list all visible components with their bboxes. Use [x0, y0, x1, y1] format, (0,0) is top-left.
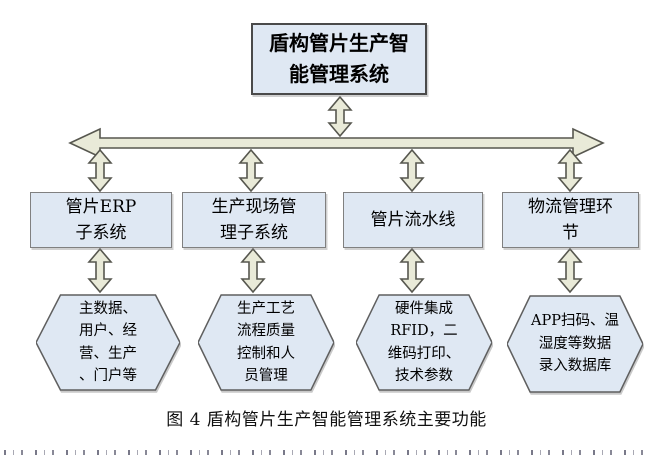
function-hexagon-pipeline: 硬件集成 RFID，二 维码打印、 技术参数	[356, 293, 492, 392]
bus-to-box-arrow-4	[557, 148, 583, 193]
top-connector-arrow	[327, 95, 353, 138]
hexagon-label: APP扫码、温 湿度等数据 录入数据库	[531, 313, 619, 375]
hexagon-label: 生产工艺 流程质量 控制和人 员管理	[237, 300, 295, 384]
bus-to-box-arrow-2	[238, 148, 264, 193]
hexagon-shape	[198, 293, 334, 392]
subsystem-box-logistics: 物流管理环 节	[502, 192, 639, 248]
clipped-text-line	[4, 450, 647, 455]
function-hexagon-site-management: 生产工艺 流程质量 控制和人 员管理	[198, 293, 334, 392]
box-to-hex-arrow-1	[87, 247, 113, 294]
figure-caption: 图 4 盾构管片生产智能管理系统主要功能	[166, 410, 487, 430]
hexagon-shape	[36, 293, 180, 392]
subsystem-box-site-management: 生产现场管 理子系统	[182, 192, 326, 248]
top-system-box: 盾构管片生产智 能管理系统	[251, 23, 427, 95]
box-to-hex-arrow-4	[557, 247, 583, 294]
subsystem-box-label: 管片流水线	[370, 209, 456, 230]
hexagon-shape	[356, 293, 492, 392]
bus-to-box-arrow-3	[399, 148, 425, 193]
subsystem-box-erp: 管片ERP 子系统	[30, 192, 172, 248]
subsystem-box-label: 生产现场管 理子系统	[211, 196, 297, 243]
subsystem-box-label: 物流管理环 节	[528, 196, 613, 243]
hexagon-label: 主数据、 用户、经 营、生产 、门户等	[79, 300, 137, 384]
function-hexagon-logistics: APP扫码、温 湿度等数据 录入数据库	[507, 294, 643, 394]
box-to-hex-arrow-3	[399, 247, 425, 294]
subsystem-box-label: 管片ERP 子系统	[65, 196, 137, 243]
subsystem-box-pipeline: 管片流水线	[343, 192, 483, 248]
box-to-hex-arrow-2	[240, 247, 266, 294]
hexagon-shape	[507, 294, 643, 394]
bus-double-arrow	[68, 127, 605, 159]
top-system-box-label: 盾构管片生产智 能管理系统	[269, 31, 409, 86]
bus-to-box-arrow-1	[87, 148, 113, 193]
hexagon-label: 硬件集成 RFID，二 维码打印、 技术参数	[387, 300, 461, 384]
function-hexagon-erp: 主数据、 用户、经 营、生产 、门户等	[36, 293, 180, 392]
